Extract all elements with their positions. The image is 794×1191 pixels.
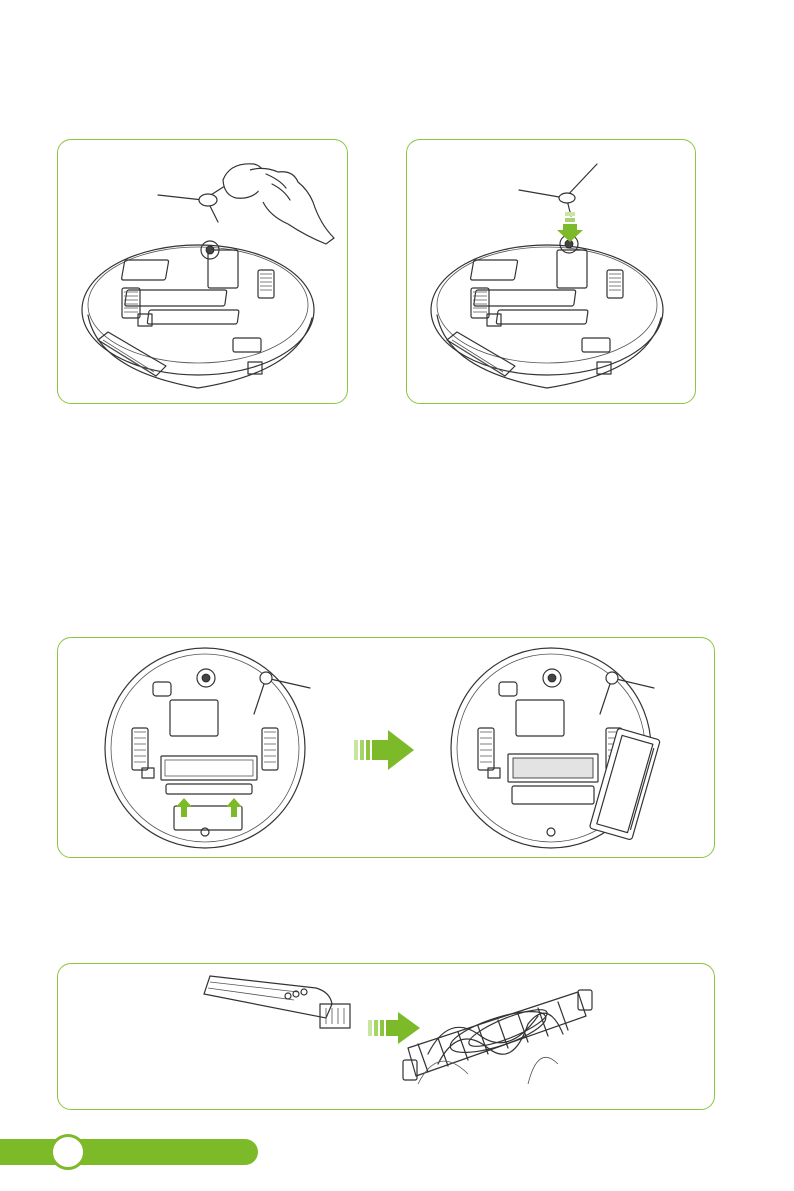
illustration-panel-wipe-side-brush xyxy=(57,139,348,404)
right-arrow-icon xyxy=(354,730,414,770)
robot-underside-cloth-illustration xyxy=(58,140,348,404)
illustration-panel-reinstall-side-brush xyxy=(406,139,696,404)
right-arrow-icon xyxy=(368,1012,420,1044)
tangled-brush-icon xyxy=(403,990,592,1084)
cleaning-tool-icon xyxy=(204,976,350,1028)
robot-bottom-view-open xyxy=(451,648,660,848)
robot-side-brush-install-illustration xyxy=(407,140,696,404)
illustration-panel-clean-main-brush xyxy=(57,963,715,1110)
main-brush-cleaning-illustration xyxy=(58,964,715,1110)
robot-main-brush-removal-illustration xyxy=(58,638,715,858)
footer-page-bar xyxy=(0,1139,258,1165)
page-number-badge xyxy=(50,1134,86,1170)
illustration-panel-remove-main-brush xyxy=(57,637,715,858)
down-arrow-icon xyxy=(557,212,583,242)
robot-bottom-view-closed xyxy=(105,648,310,848)
